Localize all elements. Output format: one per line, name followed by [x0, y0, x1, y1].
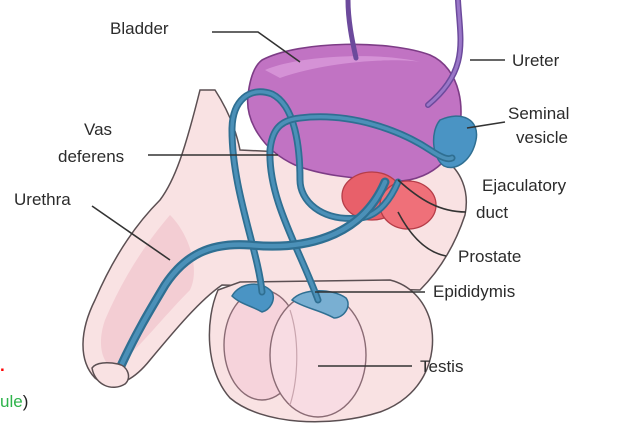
edge-fragment-dot: .	[0, 356, 5, 376]
edge-fragment-paren: )	[23, 392, 29, 411]
label-seminal-vesicle-1: Seminal	[508, 104, 569, 123]
label-urethra: Urethra	[14, 190, 71, 209]
label-prostate: Prostate	[458, 247, 521, 266]
glans-tip	[92, 363, 129, 387]
label-epididymis: Epididymis	[433, 282, 515, 301]
label-bladder: Bladder	[110, 19, 169, 38]
label-testis: Testis	[420, 357, 463, 376]
label-seminal-vesicle-2: vesicle	[516, 128, 568, 147]
edge-fragment-ule-text: ule	[0, 392, 23, 411]
label-vas-deferens-1: Vas	[84, 120, 112, 139]
label-vas-deferens-2: deferens	[58, 147, 124, 166]
label-ejaculatory-duct-1: Ejaculatory	[482, 176, 567, 195]
label-ejaculatory-duct-2: duct	[476, 203, 508, 222]
label-ureter: Ureter	[512, 51, 560, 70]
edge-fragment-ule: ule)	[0, 392, 28, 412]
